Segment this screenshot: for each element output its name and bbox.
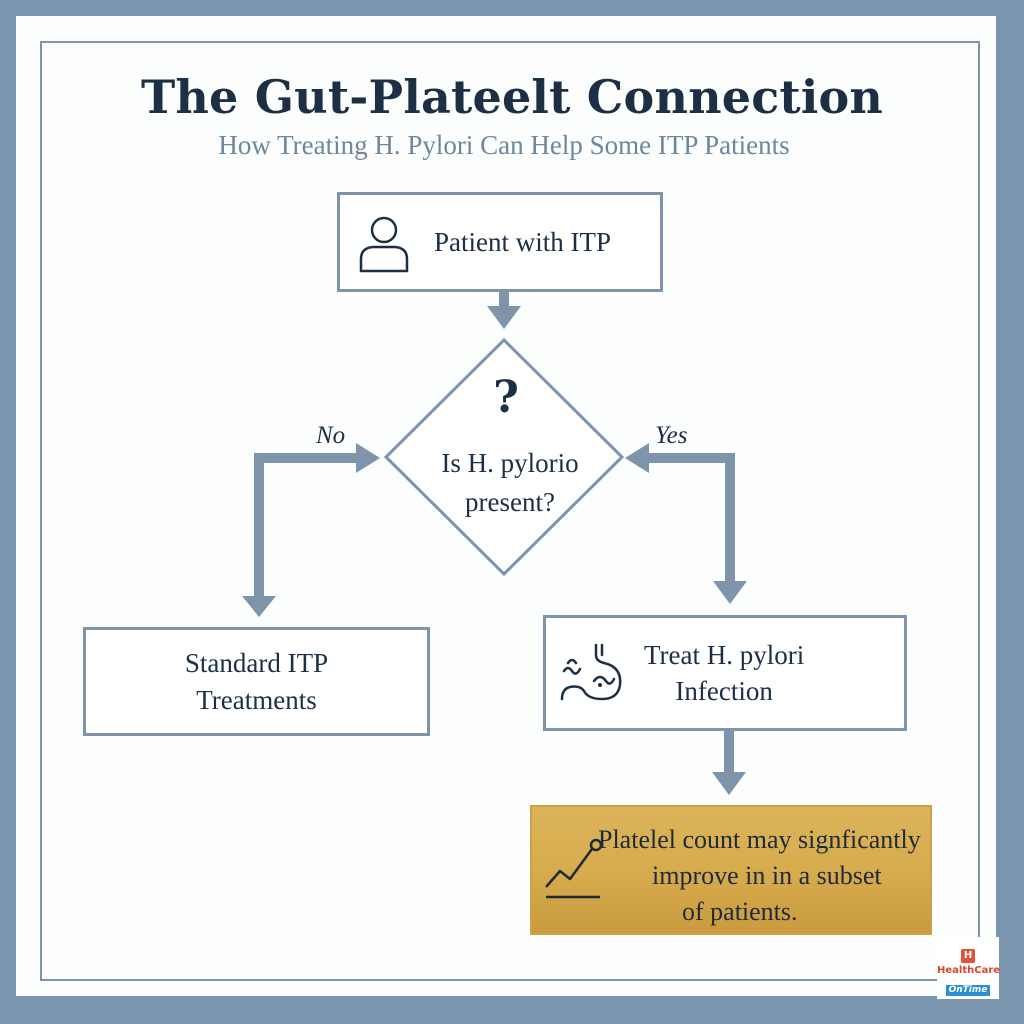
arrow-treat-to-result [712, 731, 746, 795]
decision-label: Is H. pylorio present? [400, 444, 620, 522]
start-node-label: Patient with ITP [434, 226, 611, 257]
arrow-start-to-decision [487, 292, 521, 329]
start-node: Patient with ITP [337, 192, 663, 292]
person-icon [359, 216, 409, 273]
page-subtitle: How Treating H. Pylori Can Help Some ITP… [218, 130, 790, 160]
decision-line-2: present? [465, 487, 555, 518]
result-node: Platelel count may signficantly improve … [530, 805, 932, 935]
logo-text-2: OnTime [945, 985, 991, 996]
treat-line-2: Infection [675, 676, 773, 706]
standard-treatment-node: Standard ITP Treatments [83, 627, 430, 736]
standard-treatment-line-2: Treatments [196, 684, 317, 715]
decision-line-1: Is H. pylorio [441, 448, 579, 478]
treat-line-1: Treat H. pylori [644, 639, 805, 670]
result-line-1: Platelel count may signficantly [598, 825, 921, 854]
inner-border [40, 41, 980, 981]
treat-infection-node: Treat H. pylori Infection [543, 615, 907, 731]
rising-trend-icon [545, 838, 603, 899]
logo-mark: H [961, 949, 975, 963]
standard-treatment-line-1: Standard ITP [184, 648, 329, 679]
result-line-2: improve in in a subset [652, 861, 882, 890]
brand-logo: H HealthCare OnTime [937, 937, 1001, 999]
logo-text-1: HealthCare [937, 965, 1001, 976]
arrow-yes-branch [625, 443, 747, 604]
yes-branch-label: Yes [655, 422, 688, 449]
result-line-3: of patients. [682, 897, 798, 926]
stomach-bacteria-icon [560, 643, 622, 701]
page-title: The Gut-Plateelt Connection [140, 70, 884, 124]
decision-diamond [383, 337, 625, 577]
arrow-no-branch [242, 443, 380, 617]
no-branch-label: No [316, 422, 346, 449]
question-mark-icon: ? [493, 372, 519, 423]
